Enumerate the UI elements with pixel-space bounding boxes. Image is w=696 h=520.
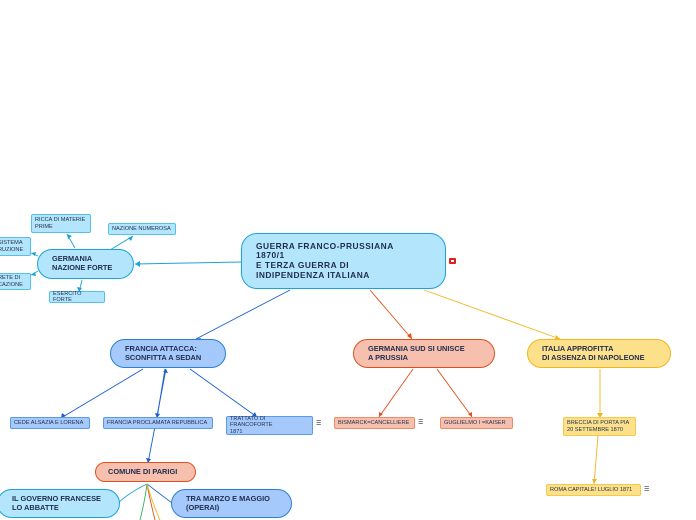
subtopic-marzo-maggio[interactable]: TRA MARZO E MAGGIO (OPERAI) xyxy=(171,489,292,518)
root-topic[interactable]: GUERRA FRANCO-PRUSSIANA 1870/1 E TERZA G… xyxy=(241,233,446,289)
link-root-germania xyxy=(134,261,242,265)
link-comune-marzo xyxy=(146,483,173,504)
link-root-germaniasud xyxy=(369,289,413,340)
topic-germania[interactable]: GERMANIA NAZIONE FORTE xyxy=(37,249,134,279)
link-comune-extra-3 xyxy=(146,483,161,520)
link-breccia-roma xyxy=(593,435,599,485)
topic-comune-parigi[interactable]: COMUNE DI PARIGI xyxy=(95,462,196,482)
note-icon[interactable]: ☰ xyxy=(418,420,424,426)
link-francia-alsazia xyxy=(60,368,144,419)
link-germaniasud-guglielmo xyxy=(436,368,473,418)
subtopic-roma-capitale[interactable]: ROMA CAPITALE! LUGLIO 1871 xyxy=(546,484,641,496)
topic-francia[interactable]: FRANCIA ATTACCA: SCONFITTA A SEDAN xyxy=(110,339,226,368)
topic-germania-sud[interactable]: GERMANIA SUD SI UNISCE A PRUSSIA xyxy=(353,339,495,368)
subtopic-sistema[interactable]: SISTEMA RUZIONE xyxy=(0,237,31,256)
subtopic-guglielmo[interactable]: GUGLIELMO I =KAISER xyxy=(440,417,513,429)
subtopic-francoforte[interactable]: TRATTATO DI FRANCOFORTE 1871 xyxy=(226,416,313,435)
subtopic-materie-prime[interactable]: RICCA DI MATERIE PRIME xyxy=(31,214,91,233)
subtopic-governo-francese[interactable]: IL GOVERNO FRANCESE LO ABBATTE xyxy=(0,489,120,518)
subtopic-breccia-porta-pia[interactable]: BRECCIA DI PORTA PIA 20 SETTEMBRE 1870 xyxy=(563,417,636,436)
link-comune-governo xyxy=(117,483,148,504)
link-root-francia xyxy=(195,289,291,340)
link-germaniasud-bismarck xyxy=(378,368,414,418)
subtopic-bismarck[interactable]: BISMARCK=CANCELLIERE xyxy=(334,417,415,429)
subtopic-repubblica[interactable]: FRANCIA PROCLAMATA REPUBBLICA xyxy=(103,417,213,429)
subtopic-rete[interactable]: RETE DI CAZIONE xyxy=(0,273,31,290)
flag-icon xyxy=(449,258,456,264)
note-icon[interactable]: ☰ xyxy=(316,421,322,427)
link-comune-extra-2 xyxy=(139,483,148,520)
subtopic-nazione-numerosa[interactable]: NAZIONE NUMEROSA xyxy=(108,223,176,235)
subtopic-alsazia-lorena[interactable]: CEDE ALSAZIA E LORENA xyxy=(10,417,90,429)
link-root-italia xyxy=(423,289,561,340)
link-francia-francoforte xyxy=(189,368,258,418)
topic-italia[interactable]: ITALIA APPROFITTA DI ASSENZA DI NAPOLEON… xyxy=(527,339,671,368)
note-icon[interactable]: ☰ xyxy=(644,487,650,493)
subtopic-esercito-forte[interactable]: ESERCITO FORTE xyxy=(49,291,105,303)
